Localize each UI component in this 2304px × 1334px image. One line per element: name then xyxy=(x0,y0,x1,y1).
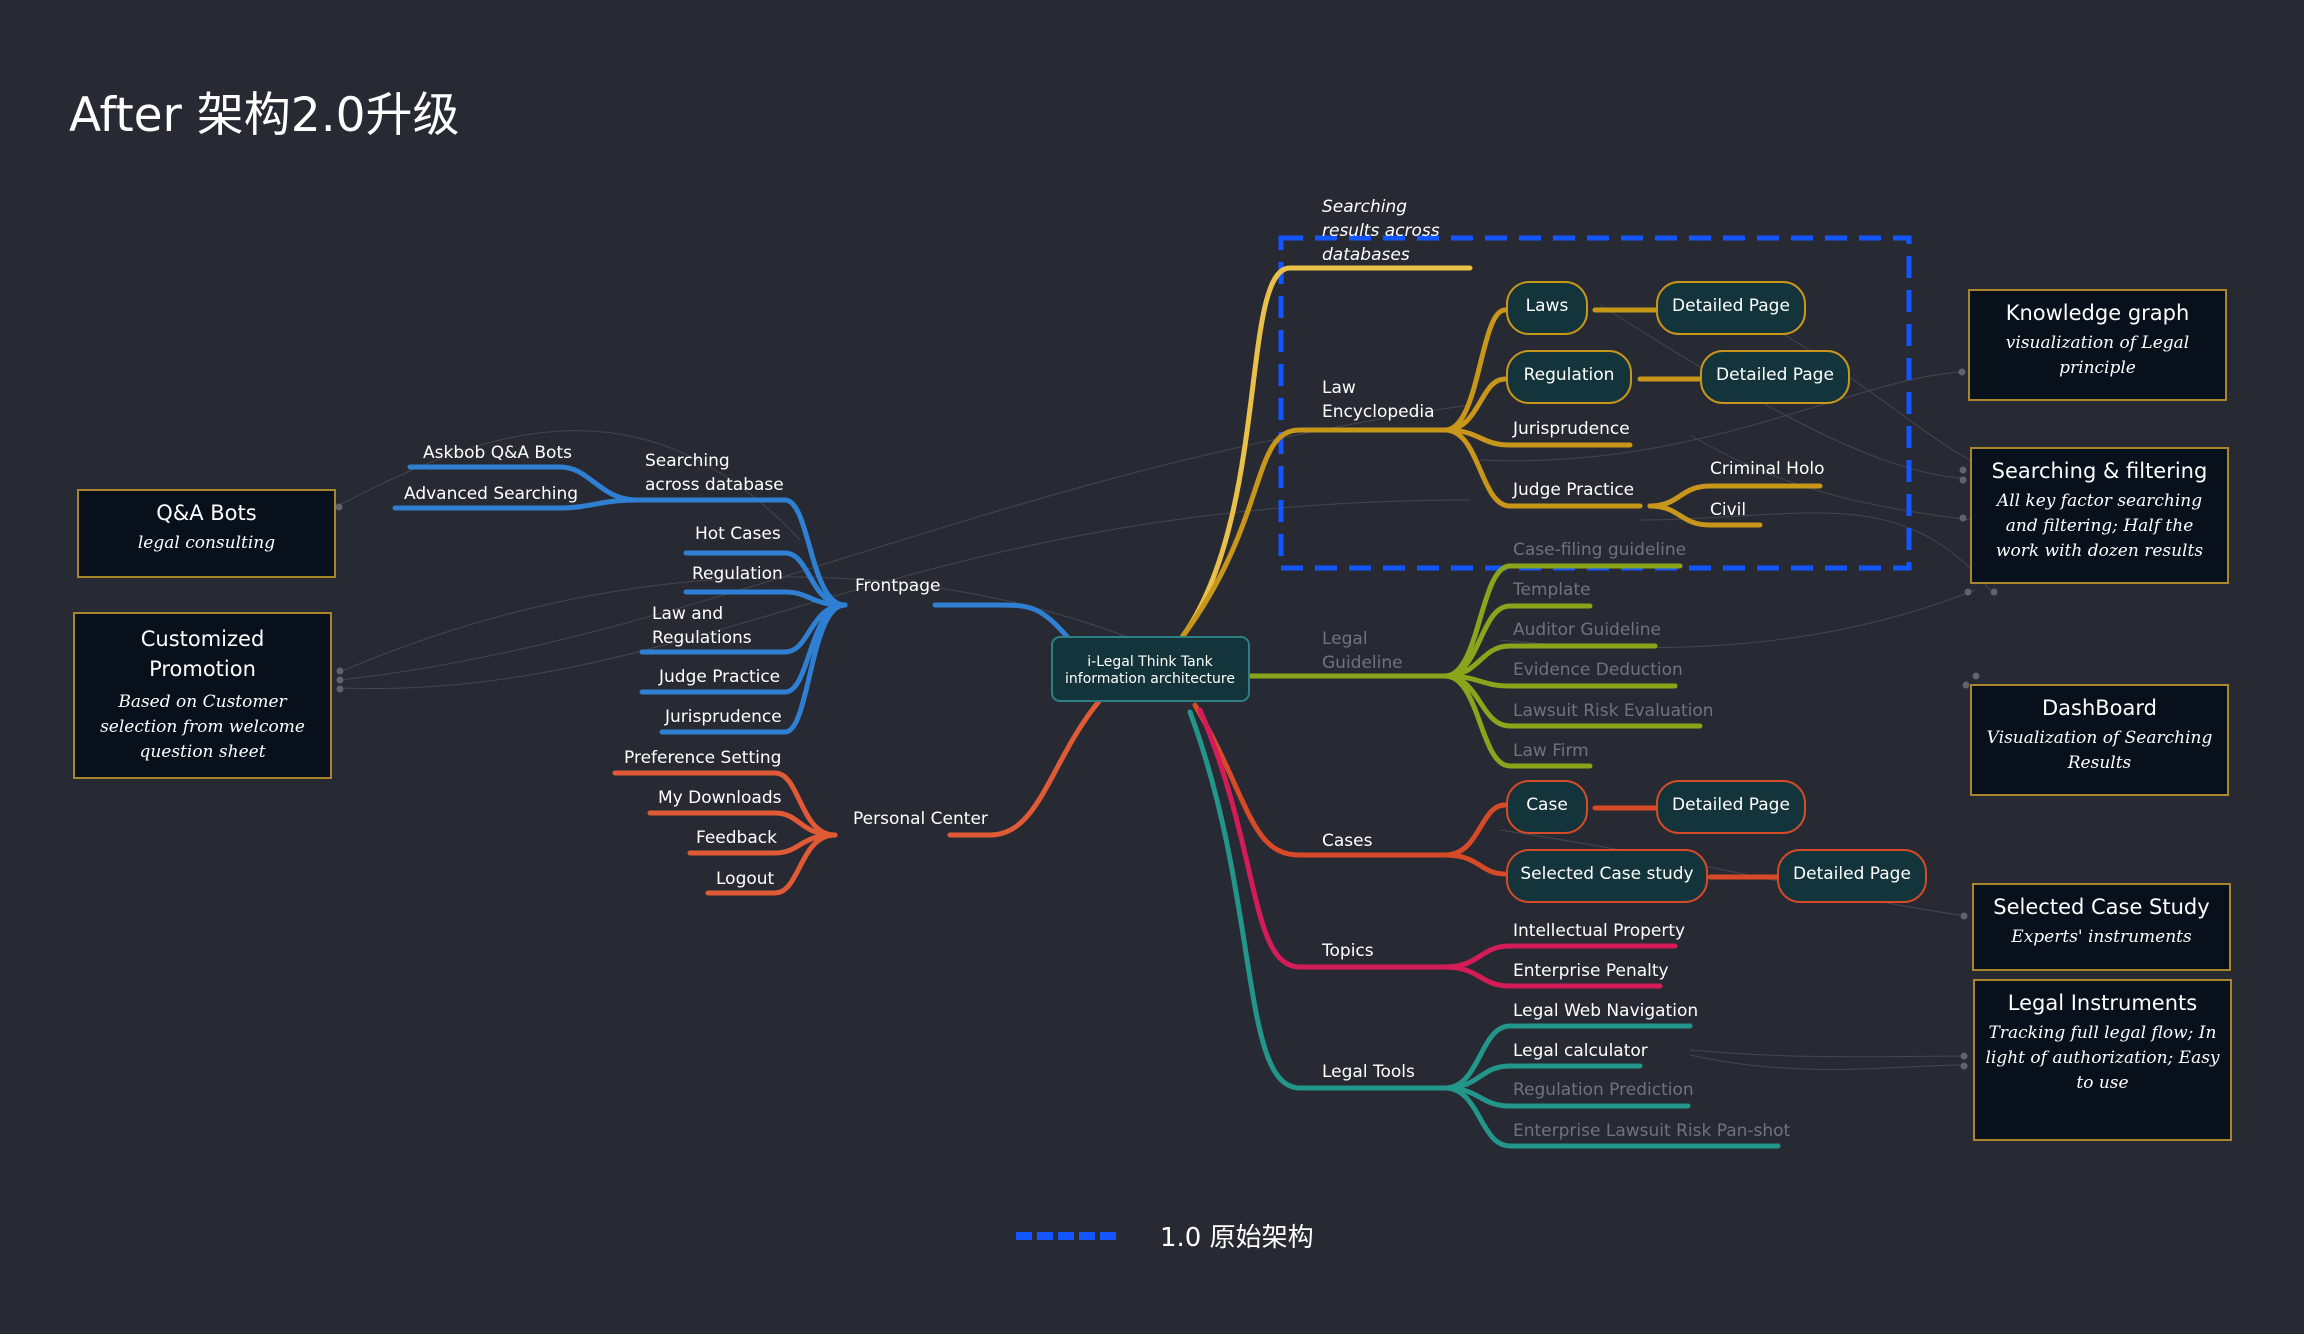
node-legal-tools[interactable]: Legal Tools xyxy=(1322,1062,1415,1082)
box-searching-subtitle: All key factor searching and filtering; … xyxy=(1995,491,2204,561)
node-regulation[interactable]: Regulation xyxy=(692,564,783,584)
svg-text:Detailed Page: Detailed Page xyxy=(1793,864,1911,884)
pill-laws-detailed-page[interactable]: Detailed Page xyxy=(1656,281,1806,335)
box-instruments-title: Legal Instruments xyxy=(2007,991,2198,1015)
node-legal-guideline-1[interactable]: Legal xyxy=(1322,629,1368,649)
node-judge-practice-r[interactable]: Judge Practice xyxy=(1512,480,1634,500)
pill-selected-case-study[interactable]: Selected Case study xyxy=(1506,849,1708,903)
svg-text:Detailed Page: Detailed Page xyxy=(1672,296,1790,316)
svg-text:Regulation: Regulation xyxy=(1524,365,1615,385)
box-searching-filtering[interactable]: Searching & filtering All key factor sea… xyxy=(1970,447,2229,584)
node-law-regulations-2[interactable]: Regulations xyxy=(652,628,752,648)
node-search-results-3[interactable]: databases xyxy=(1322,245,1410,265)
node-law-encyclopedia-1[interactable]: Law xyxy=(1322,378,1356,398)
node-template[interactable]: Template xyxy=(1512,580,1591,600)
node-search-results-1[interactable]: Searching xyxy=(1322,197,1407,217)
pill-regulation[interactable]: Regulation xyxy=(1506,350,1632,404)
node-calculator[interactable]: Legal calculator xyxy=(1513,1041,1648,1061)
topics-branches xyxy=(1442,943,1678,989)
node-jurisprudence-fp[interactable]: Jurisprudence xyxy=(664,707,782,727)
box-dashboard-title: DashBoard xyxy=(2041,696,2157,720)
node-civil[interactable]: Civil xyxy=(1710,500,1746,520)
node-web-nav[interactable]: Legal Web Navigation xyxy=(1513,1001,1698,1021)
node-lawsuit-risk[interactable]: Lawsuit Risk Evaluation xyxy=(1513,701,1714,721)
node-prediction[interactable]: Regulation Prediction xyxy=(1513,1080,1694,1100)
box-knowledge-title: Knowledge graph xyxy=(2005,301,2190,325)
node-hot-cases[interactable]: Hot Cases xyxy=(695,524,781,544)
node-topics[interactable]: Topics xyxy=(1321,941,1374,961)
legend-label: 1.0 原始架构 xyxy=(1160,1223,1314,1253)
center-label-2: information architecture xyxy=(1065,671,1235,687)
guideline-branches xyxy=(1442,563,1703,769)
node-askbob[interactable]: Askbob Q&A Bots xyxy=(423,443,572,463)
box-promotion-title: Customized Promotion xyxy=(140,627,265,681)
node-penalty[interactable]: Enterprise Penalty xyxy=(1513,961,1669,981)
personal-branches xyxy=(612,770,838,896)
node-logout[interactable]: Logout xyxy=(716,869,775,889)
node-legal-guideline-2[interactable]: Guideline xyxy=(1322,653,1403,673)
node-advanced-searching[interactable]: Advanced Searching xyxy=(404,484,578,504)
svg-text:Case: Case xyxy=(1526,795,1568,815)
node-judge-practice-fp[interactable]: Judge Practice xyxy=(658,667,780,687)
node-law-regulations-1[interactable]: Law and xyxy=(652,604,723,624)
page-title: After 架构2.0升级 xyxy=(69,88,460,143)
trunk-branches xyxy=(932,265,1473,1091)
node-ip[interactable]: Intellectual Property xyxy=(1513,921,1685,941)
box-customized-promotion[interactable]: Customized Promotion Based on Customer s… xyxy=(73,612,332,779)
box-knowledge-graph[interactable]: Knowledge graph visualization of Legal p… xyxy=(1968,289,2227,401)
node-law-firm[interactable]: Law Firm xyxy=(1513,741,1589,761)
box-selected-case-study[interactable]: Selected Case Study Experts' instruments xyxy=(1972,883,2231,971)
box-legal-instruments[interactable]: Legal Instruments Tracking full legal fl… xyxy=(1973,979,2232,1141)
node-frontpage[interactable]: Frontpage xyxy=(855,576,940,596)
pill-laws[interactable]: Laws xyxy=(1506,281,1588,335)
svg-text:Laws: Laws xyxy=(1526,296,1569,316)
pill-case[interactable]: Case xyxy=(1506,780,1588,834)
node-case-filing[interactable]: Case-filing guideline xyxy=(1513,540,1686,560)
node-panshot[interactable]: Enterprise Lawsuit Risk Pan-shot xyxy=(1513,1121,1791,1141)
box-qa-bots[interactable]: Q&A Bots legal consulting xyxy=(77,489,336,578)
box-selected-title: Selected Case Study xyxy=(1993,895,2210,919)
legend-dashed-line xyxy=(1016,1231,1116,1240)
svg-text:Detailed Page: Detailed Page xyxy=(1716,365,1834,385)
node-search-results-2[interactable]: results across xyxy=(1322,221,1440,241)
cases-branches xyxy=(1442,802,1781,880)
encyclopedia-branches xyxy=(1442,307,1823,528)
box-selected-subtitle: Experts' instruments xyxy=(2011,927,2192,947)
box-instruments-subtitle: Tracking full legal flow; In light of au… xyxy=(1985,1023,2220,1093)
pill-case-detailed-page[interactable]: Detailed Page xyxy=(1656,780,1806,834)
pill-regulation-detailed-page[interactable]: Detailed Page xyxy=(1700,350,1850,404)
box-promotion-subtitle: Based on Customer selection from welcome… xyxy=(100,692,305,762)
node-preference[interactable]: Preference Setting xyxy=(624,748,781,768)
legend: 1.0 原始架构 xyxy=(1016,1217,1314,1254)
center-label-1: i-Legal Think Tank xyxy=(1087,654,1213,670)
node-downloads[interactable]: My Downloads xyxy=(658,788,782,808)
node-cases[interactable]: Cases xyxy=(1322,831,1373,851)
svg-text:Selected Case study: Selected Case study xyxy=(1520,864,1693,884)
node-law-encyclopedia-2[interactable]: Encyclopedia xyxy=(1322,402,1435,422)
connector-dots xyxy=(335,368,1998,1070)
pill-selected-detailed-page[interactable]: Detailed Page xyxy=(1777,849,1927,903)
node-evidence[interactable]: Evidence Deduction xyxy=(1513,660,1683,680)
box-dashboard[interactable]: DashBoard Visualization of Searching Res… xyxy=(1970,684,2229,796)
node-jurisprudence-r[interactable]: Jurisprudence xyxy=(1512,419,1630,439)
frontpage-branches xyxy=(392,464,848,735)
box-searching-title: Searching & filtering xyxy=(1991,459,2208,483)
box-dashboard-subtitle: Visualization of Searching Results xyxy=(1986,728,2213,773)
box-qa-bots-title: Q&A Bots xyxy=(156,501,257,525)
center-node[interactable]: i-Legal Think Tank information architect… xyxy=(1051,636,1250,702)
node-feedback[interactable]: Feedback xyxy=(696,828,777,848)
node-criminal[interactable]: Criminal Holo xyxy=(1710,459,1825,479)
node-searching-label-2[interactable]: across database xyxy=(645,475,784,495)
svg-text:Detailed Page: Detailed Page xyxy=(1672,795,1790,815)
box-qa-bots-subtitle: legal consulting xyxy=(137,533,276,553)
tools-branches xyxy=(1442,1023,1781,1149)
box-knowledge-subtitle: visualization of Legal principle xyxy=(2005,333,2190,378)
node-personal-center[interactable]: Personal Center xyxy=(853,809,988,829)
node-auditor[interactable]: Auditor Guideline xyxy=(1513,620,1661,640)
node-searching-label-1[interactable]: Searching xyxy=(645,451,730,471)
